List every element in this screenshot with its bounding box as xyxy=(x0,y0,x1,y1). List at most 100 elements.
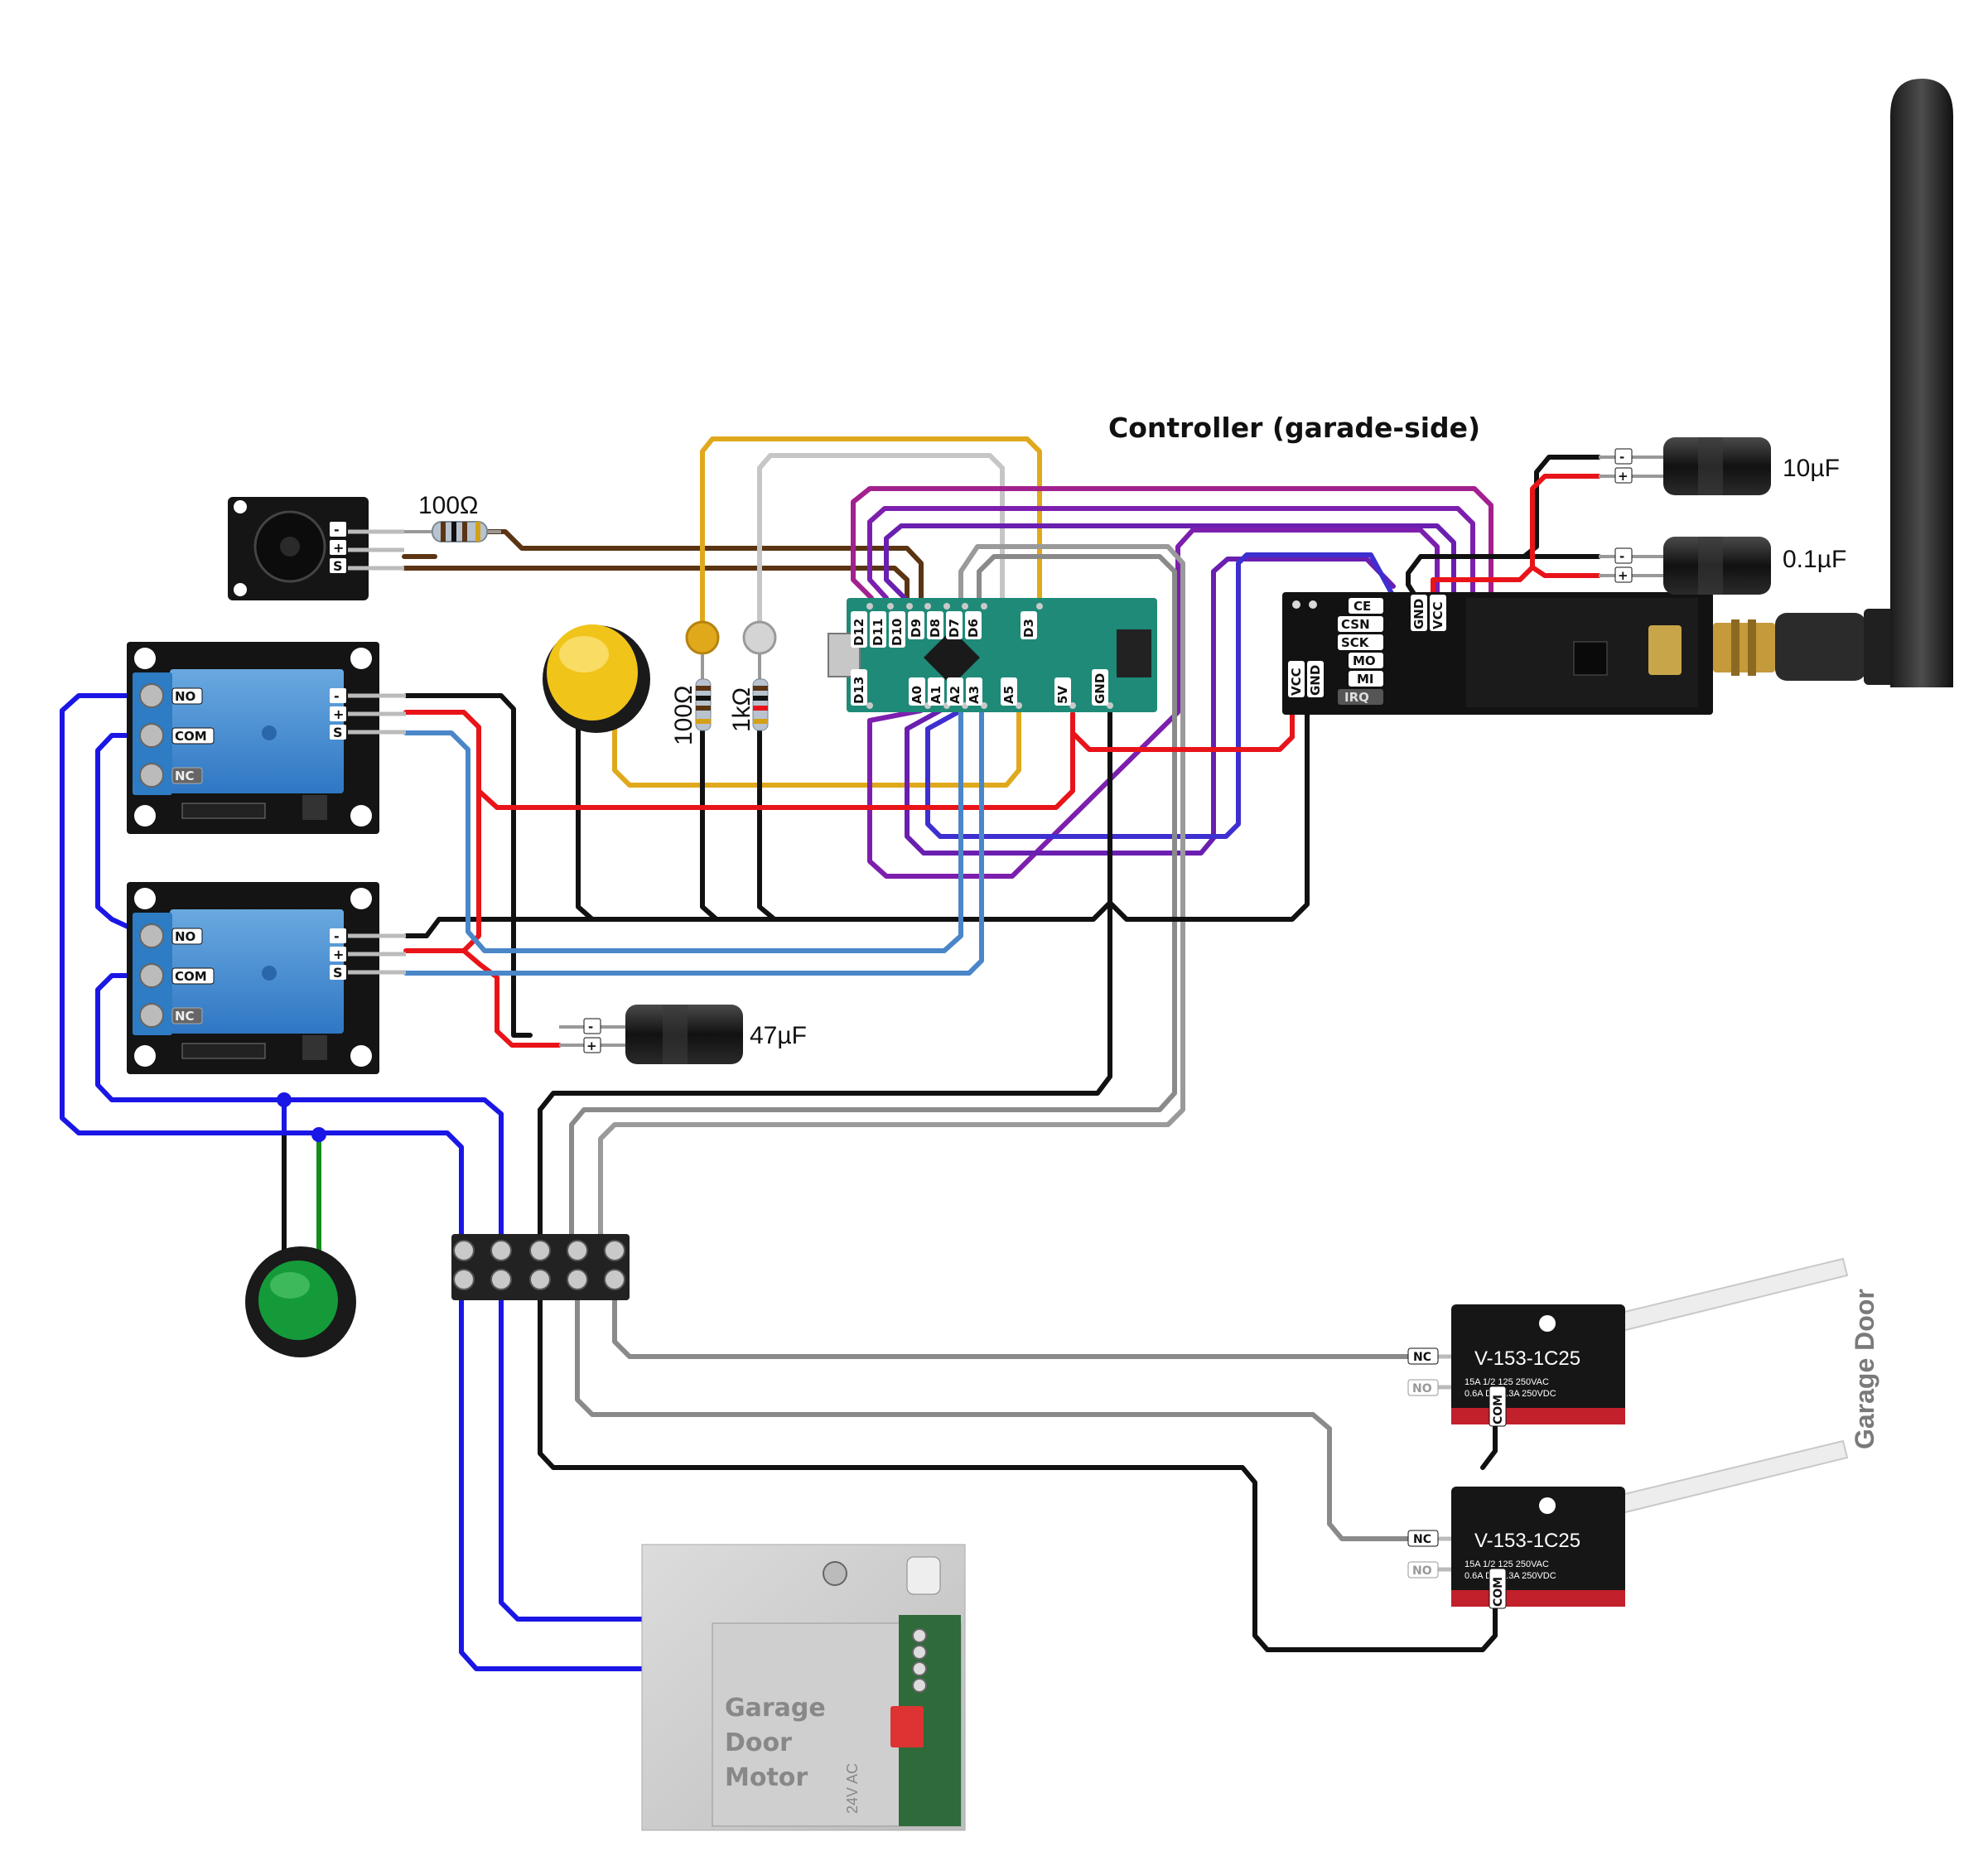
switch-top-nc: NC xyxy=(1413,1351,1431,1364)
nrf-pin-sck: SCK xyxy=(1341,635,1370,650)
wire-grey-switch-nc1 xyxy=(612,1265,1411,1359)
nano-pin-a0: A0 xyxy=(910,686,924,704)
nrf-pin-mo: MO xyxy=(1353,653,1376,668)
wire-purple-a1 xyxy=(905,557,1396,856)
wire-blue-relay1-signal xyxy=(403,708,963,953)
motor-label-line3: Motor xyxy=(725,1763,808,1792)
wires xyxy=(60,436,1601,1671)
capacitor-10uf-label: 10µF xyxy=(1783,455,1840,482)
wire-red-5v-rf xyxy=(1070,706,1295,752)
buzzer-pin-minus: - xyxy=(334,522,340,537)
junction-dot xyxy=(277,1092,292,1107)
relay-module-top: NO COM NC - + S xyxy=(127,642,406,834)
relay-top-no-label: NO xyxy=(175,689,195,704)
gold-led: 100Ω xyxy=(670,620,720,745)
wire-black-relay1-gnd xyxy=(403,693,533,1038)
relay-top-pin-minus: - xyxy=(334,688,340,704)
relay-bottom-no-label: NO xyxy=(175,929,195,944)
nrf-pin-vcc: VCC xyxy=(1289,668,1304,696)
wire-buzzer-resistor xyxy=(482,529,924,600)
relay-top-com-label: COM xyxy=(175,729,207,744)
wire-grey-d5 xyxy=(598,544,1185,1253)
nano-pin-d10: D10 xyxy=(890,619,905,646)
label-text: 0.6A DC 0.3A 250VDC xyxy=(1464,1389,1556,1399)
relay-coil xyxy=(170,669,344,793)
garage-door-motor: Garage Door Motor 24V AC xyxy=(641,1544,966,1831)
switch-top-com: COM xyxy=(1492,1395,1505,1424)
nano-pin-d8: D8 xyxy=(928,619,943,638)
motor-side-text: 24V AC xyxy=(844,1763,861,1814)
nano-pin-d9: D9 xyxy=(909,619,924,638)
wire-blue-com-relay2 xyxy=(95,973,504,1253)
wire-red-01uf xyxy=(1530,565,1601,578)
diagram-title: Controller (garade-side) xyxy=(1108,412,1480,444)
arduino-nano: D12 D11 D10 D9 D8 D7 D6 D3 D13 A0 A1 A2 … xyxy=(828,598,1157,712)
wire-red-relay2-vcc xyxy=(403,948,562,1048)
capacitor-47uf: - + 47µF xyxy=(559,1005,807,1064)
silver-led: 1kΩ xyxy=(728,620,777,732)
nrf-pin-top-gnd: GND xyxy=(1411,599,1426,629)
label-text: + xyxy=(1618,568,1629,583)
wire-gold-led xyxy=(700,436,1042,640)
nrf-pin-csn: CSN xyxy=(1341,617,1370,632)
nrf-pin-top-vcc: VCC xyxy=(1431,601,1445,629)
wire-black-yellow-btn xyxy=(576,726,595,922)
antenna-connector xyxy=(1648,625,1682,675)
nrf-pin-irq: IRQ xyxy=(1344,690,1369,705)
micro-switch-top: V-153-1C25 15A 1/2 125 250VAC 0.6A DC 0.… xyxy=(1407,1257,1849,1427)
gold-led-resistor-label: 100Ω xyxy=(670,686,697,745)
relay-bottom-pin-plus: + xyxy=(333,947,344,962)
label-text: + xyxy=(1618,469,1629,484)
wire-black-gnd-nano xyxy=(1107,706,1310,922)
wire-grey-switch-nc2 xyxy=(575,1265,1411,1541)
buzzer-pin-plus: + xyxy=(333,540,344,556)
yellow-push-button xyxy=(543,624,650,733)
buzzer-pin-s: S xyxy=(333,558,343,574)
label-text: 15A 1/2 125 250VAC xyxy=(1464,1559,1549,1569)
nano-pin-a2: A2 xyxy=(948,686,963,704)
label-text: - xyxy=(1619,549,1624,564)
nano-pin-d11: D11 xyxy=(871,619,885,646)
wire-blue-relay2-signal xyxy=(403,708,984,976)
antenna-icon xyxy=(1713,79,1953,687)
terminal-block-icon xyxy=(451,1234,630,1300)
switch-bottom-no: NO xyxy=(1412,1564,1432,1578)
nrf-pin-gnd: GND xyxy=(1308,665,1323,696)
nano-pin-d7: D7 xyxy=(947,619,962,638)
micro-switch-bottom: V-153-1C25 15A 1/2 125 250VAC 0.6A DC 0.… xyxy=(1407,1439,1849,1609)
nano-pin-5v: 5V xyxy=(1055,686,1070,704)
wire-yellow-button-signal xyxy=(612,708,1021,788)
capacitor-47uf-label: 47µF xyxy=(750,1022,807,1049)
motor-label-line1: Garage xyxy=(725,1694,826,1723)
nrf24-module: VCC GND CE CSN SCK MO MI IRQ GND VCC xyxy=(1282,592,1713,715)
junction-dot xyxy=(311,1127,326,1142)
relay-bottom-nc-label: NC xyxy=(175,1009,195,1024)
wire-buzzer-gnd xyxy=(402,566,910,600)
switch-top-model: V-153-1C25 xyxy=(1474,1347,1580,1370)
label-text: 0.6A DC 0.3A 250VDC xyxy=(1464,1571,1556,1581)
switch-top-no: NO xyxy=(1412,1382,1432,1395)
switch-bottom-nc: NC xyxy=(1413,1533,1431,1546)
nano-pin-a1: A1 xyxy=(929,686,943,704)
nano-pin-d12: D12 xyxy=(852,619,866,646)
buzzer-resistor: 100Ω xyxy=(404,492,501,542)
wire-blue-com-relay1 xyxy=(95,733,150,938)
garage-door-label: Garage Door xyxy=(1850,1289,1879,1449)
relay-top-nc-label: NC xyxy=(175,769,195,783)
nano-pin-a5: A5 xyxy=(1001,686,1016,704)
relay-bottom-pin-minus: - xyxy=(334,928,340,944)
relay-top-pin-plus: + xyxy=(333,706,344,722)
nano-pin-gnd: GND xyxy=(1093,673,1107,704)
relay-bottom-com-label: COM xyxy=(175,969,207,984)
nrf-pin-mi: MI xyxy=(1357,672,1374,687)
nrf-pin-ce: CE xyxy=(1353,599,1371,614)
nano-pin-d6: D6 xyxy=(966,619,981,638)
switch-bottom-model: V-153-1C25 xyxy=(1474,1530,1580,1552)
nano-pin-d13: D13 xyxy=(852,677,866,704)
wire-black-bus xyxy=(424,900,1498,1652)
relay-module-bottom: NO COM NC - + S xyxy=(127,882,406,1074)
wire-red-relay1-to-relay2 xyxy=(461,788,481,953)
label-text: - xyxy=(588,1019,593,1034)
